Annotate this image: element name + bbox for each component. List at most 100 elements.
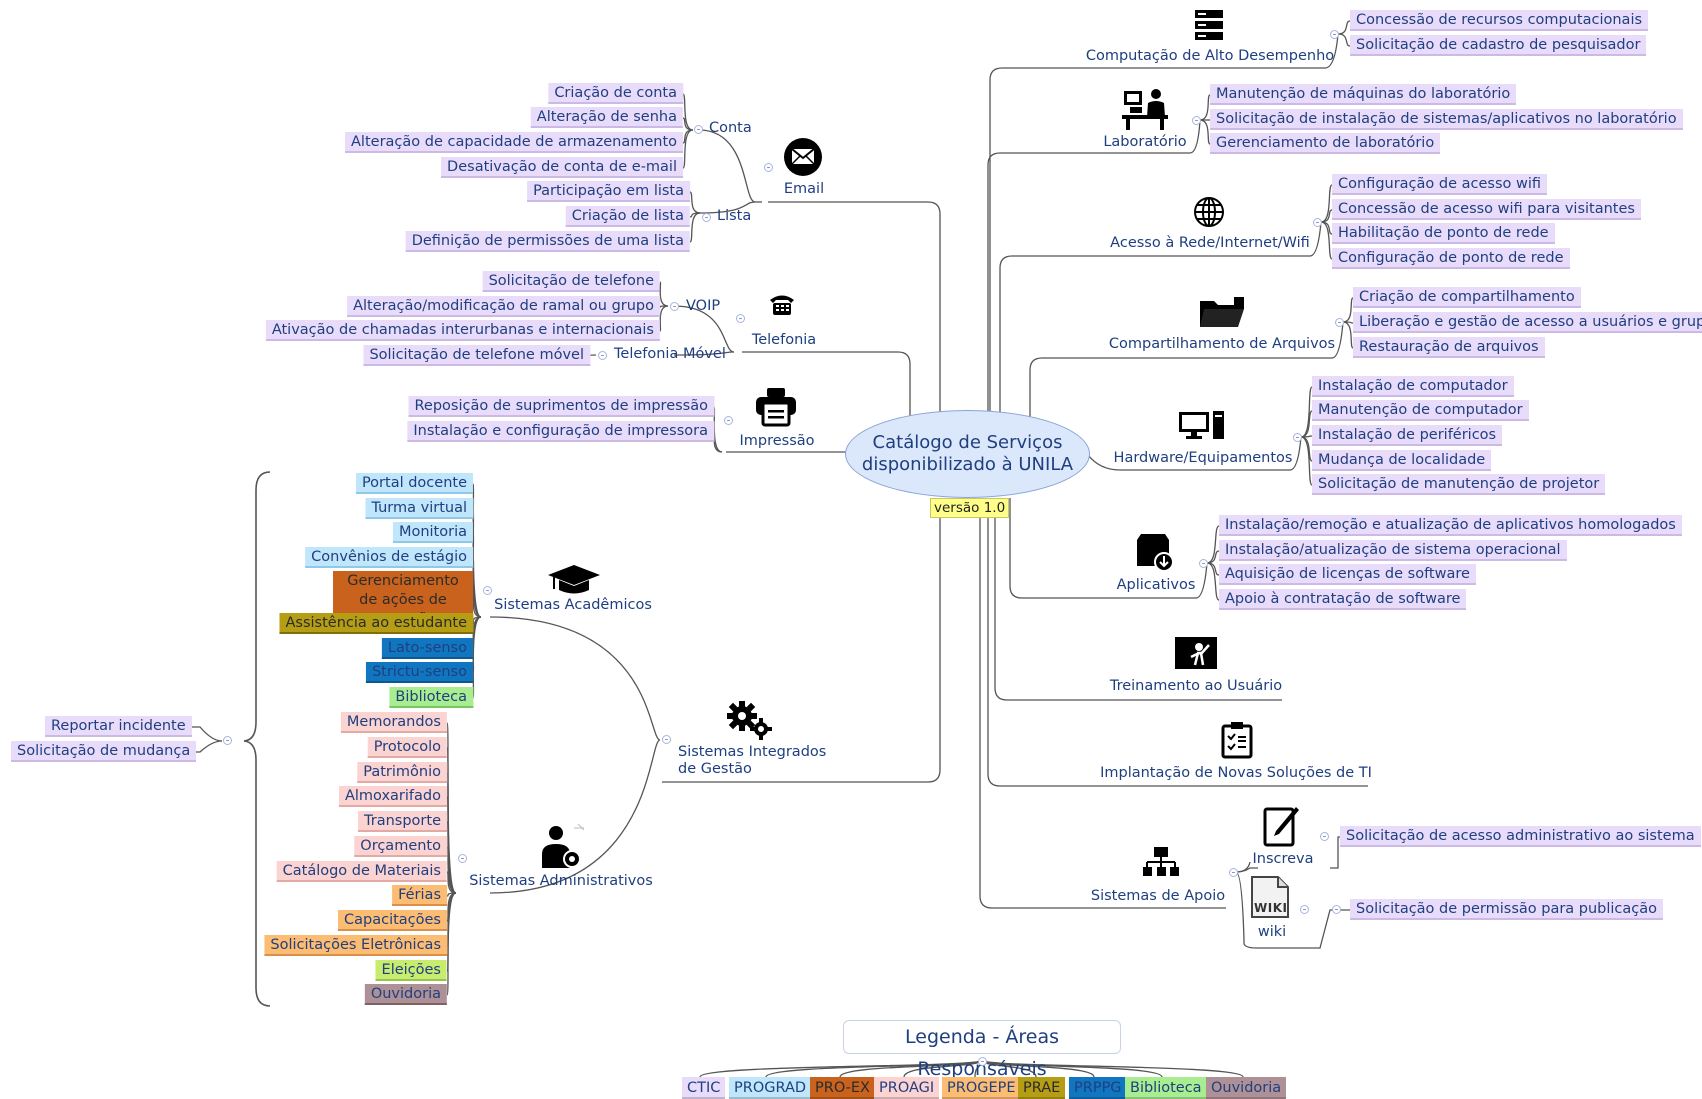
leaf-lista-0[interactable]: Participação em lista [527, 181, 690, 202]
leaf-arquivos-2[interactable]: Restauração de arquivos [1353, 337, 1545, 358]
collapse-administrativos[interactable] [458, 854, 467, 863]
leaf-inscreva-0[interactable]: Solicitação de acesso administrativo ao … [1340, 826, 1701, 847]
collapse-shared[interactable] [223, 736, 232, 745]
leaf-administrativos-11[interactable]: Ouvidoria [364, 984, 447, 1005]
leaf-arquivos-1[interactable]: Liberação e gestão de acesso a usuários … [1353, 312, 1702, 333]
legend-item-progepe[interactable]: PROGEPE [942, 1077, 1021, 1099]
leaf-wiki-0[interactable]: Solicitação de permissão para publicação [1350, 899, 1664, 920]
leaf-voip-0[interactable]: Solicitação de telefone [482, 271, 660, 292]
leaf-hardware-4[interactable]: Solicitação de manutenção de projetor [1312, 474, 1606, 495]
collapse-sig[interactable] [662, 735, 671, 744]
leaf-academicos-8[interactable]: Biblioteca [389, 687, 473, 708]
collapse-hpc[interactable] [1330, 30, 1339, 39]
collapse-movel[interactable] [598, 351, 607, 360]
leaf-shared-1[interactable]: Solicitação de mudança [11, 741, 197, 762]
branch-laboratorio[interactable]: Laboratório [1103, 134, 1187, 150]
collapse-arquivos[interactable] [1335, 318, 1344, 327]
leaf-administrativos-5[interactable]: Orçamento [354, 836, 447, 857]
collapse-conta[interactable] [694, 125, 703, 134]
leaf-aplicativos-2[interactable]: Aquisição de licenças de software [1219, 564, 1476, 585]
branch-telefonia-movel[interactable]: Telefonia Móvel [614, 346, 726, 362]
leaf-academicos-5[interactable]: Assistência ao estudante [279, 613, 473, 634]
leaf-lab-2[interactable]: Gerenciamento de laboratório [1210, 133, 1441, 154]
leaf-administrativos-8[interactable]: Capacitações [338, 910, 447, 931]
branch-hardware[interactable]: Hardware/Equipamentos [1113, 450, 1293, 466]
leaf-rede-2[interactable]: Habilitação de ponto de rede [1332, 223, 1555, 244]
branch-telefonia[interactable]: Telefonia [751, 332, 817, 348]
leaf-movel-0[interactable]: Solicitação de telefone móvel [363, 345, 590, 366]
branch-wiki[interactable]: wiki [1257, 924, 1287, 940]
leaf-aplicativos-1[interactable]: Instalação/atualização de sistema operac… [1219, 540, 1567, 561]
leaf-administrativos-0[interactable]: Memorandos [340, 712, 447, 733]
collapse-telefonia[interactable] [736, 314, 745, 323]
leaf-academicos-6[interactable]: Lato-senso [381, 638, 473, 659]
leaf-impressao-1[interactable]: Instalação e configuração de impressora [407, 421, 714, 442]
leaf-aplicativos-3[interactable]: Apoio à contratação de software [1219, 589, 1467, 610]
branch-email-lista[interactable]: Lista [717, 208, 752, 224]
branch-sig[interactable]: Sistemas Integrados de Gestão [678, 744, 827, 777]
leaf-shared-0[interactable]: Reportar incidente [45, 716, 192, 737]
branch-apoio[interactable]: Sistemas de Apoio [1090, 888, 1226, 904]
branch-email-conta[interactable]: Conta [709, 120, 752, 136]
branch-hpc[interactable]: Computação de Alto Desempenho [1085, 48, 1335, 64]
collapse-rede[interactable] [1313, 218, 1322, 227]
collapse-impressao[interactable] [724, 416, 733, 425]
leaf-administrativos-2[interactable]: Patrimônio [357, 762, 447, 783]
collapse-legend[interactable] [978, 1057, 987, 1066]
central-topic[interactable]: Catálogo de Serviços disponibilizado à U… [845, 410, 1090, 498]
leaf-administrativos-7[interactable]: Férias [392, 885, 447, 906]
collapse-wiki[interactable] [1300, 905, 1309, 914]
collapse-wiki-item[interactable] [1332, 905, 1341, 914]
legend-item-biblioteca[interactable]: Biblioteca [1125, 1077, 1207, 1099]
legend-title[interactable]: Legenda - Áreas Responsáveis [843, 1020, 1121, 1080]
collapse-aplicativos[interactable] [1199, 559, 1208, 568]
branch-rede[interactable]: Acesso à Rede/Internet/Wifi [1110, 235, 1310, 251]
leaf-aplicativos-0[interactable]: Instalação/remoção e atualização de apli… [1219, 515, 1682, 536]
leaf-lista-1[interactable]: Criação de lista [565, 206, 690, 227]
collapse-apoio[interactable] [1229, 868, 1238, 877]
leaf-hardware-0[interactable]: Instalação de computador [1312, 376, 1514, 397]
leaf-arquivos-0[interactable]: Criação de compartilhamento [1353, 287, 1581, 308]
leaf-administrativos-3[interactable]: Almoxarifado [338, 786, 447, 807]
leaf-hardware-2[interactable]: Instalação de periféricos [1312, 425, 1503, 446]
leaf-impressao-0[interactable]: Reposição de suprimentos de impressão [408, 396, 714, 417]
branch-arquivos[interactable]: Compartilhamento de Arquivos [1108, 336, 1336, 352]
leaf-administrativos-4[interactable]: Transporte [358, 811, 447, 832]
leaf-lista-2[interactable]: Definição de permissões de uma lista [405, 231, 690, 252]
leaf-rede-1[interactable]: Concessão de acesso wifi para visitantes [1332, 199, 1641, 220]
leaf-hpc-0[interactable]: Concessão de recursos computacionais [1350, 10, 1649, 31]
leaf-rede-3[interactable]: Configuração de ponto de rede [1332, 248, 1570, 269]
leaf-conta-2[interactable]: Alteração de capacidade de armazenamento [345, 132, 683, 153]
legend-item-ctic[interactable]: CTIC [682, 1077, 726, 1099]
legend-item-pro-ex[interactable]: PRO-EX [810, 1077, 875, 1099]
leaf-academicos-1[interactable]: Turma virtual [365, 498, 473, 519]
leaf-academicos-2[interactable]: Monitoria [392, 522, 473, 543]
collapse-lista[interactable] [702, 213, 711, 222]
collapse-laboratorio[interactable] [1192, 116, 1201, 125]
leaf-conta-3[interactable]: Desativação de conta de e-mail [441, 157, 683, 178]
leaf-lab-0[interactable]: Manutenção de máquinas do laboratório [1210, 84, 1517, 105]
leaf-hardware-1[interactable]: Manutenção de computador [1312, 400, 1529, 421]
legend-item-ouvidoria[interactable]: Ouvidoria [1206, 1077, 1287, 1099]
branch-sistemas-administrativos[interactable]: Sistemas Administrativos [469, 873, 653, 889]
collapse-inscreva[interactable] [1320, 832, 1329, 841]
leaf-academicos-3[interactable]: Convênios de estágio [305, 547, 473, 568]
collapse-hardware[interactable] [1293, 433, 1302, 442]
leaf-administrativos-10[interactable]: Eleições [375, 960, 447, 981]
leaf-hardware-3[interactable]: Mudança de localidade [1312, 450, 1492, 471]
branch-implantacao[interactable]: Implantação de Novas Soluções de TI [1100, 765, 1372, 781]
leaf-rede-0[interactable]: Configuração de acesso wifi [1332, 174, 1548, 195]
collapse-email[interactable] [764, 163, 773, 172]
leaf-administrativos-1[interactable]: Protocolo [367, 737, 447, 758]
branch-treinamento[interactable]: Treinamento ao Usuário [1109, 678, 1283, 694]
leaf-voip-2[interactable]: Ativação de chamadas interurbanas e inte… [265, 320, 660, 341]
leaf-academicos-7[interactable]: Strictu-senso [365, 662, 473, 683]
branch-impressao[interactable]: Impressão [739, 433, 815, 449]
leaf-lab-1[interactable]: Solicitação de instalação de sistemas/ap… [1210, 109, 1683, 130]
leaf-conta-1[interactable]: Alteração de senha [530, 107, 683, 128]
legend-item-prppg[interactable]: PRPPG [1069, 1077, 1127, 1099]
leaf-academicos-0[interactable]: Portal docente [355, 473, 473, 494]
branch-aplicativos[interactable]: Aplicativos [1116, 577, 1196, 593]
branch-voip[interactable]: VOIP [686, 298, 721, 314]
leaf-voip-1[interactable]: Alteração/modificação de ramal ou grupo [347, 296, 660, 317]
